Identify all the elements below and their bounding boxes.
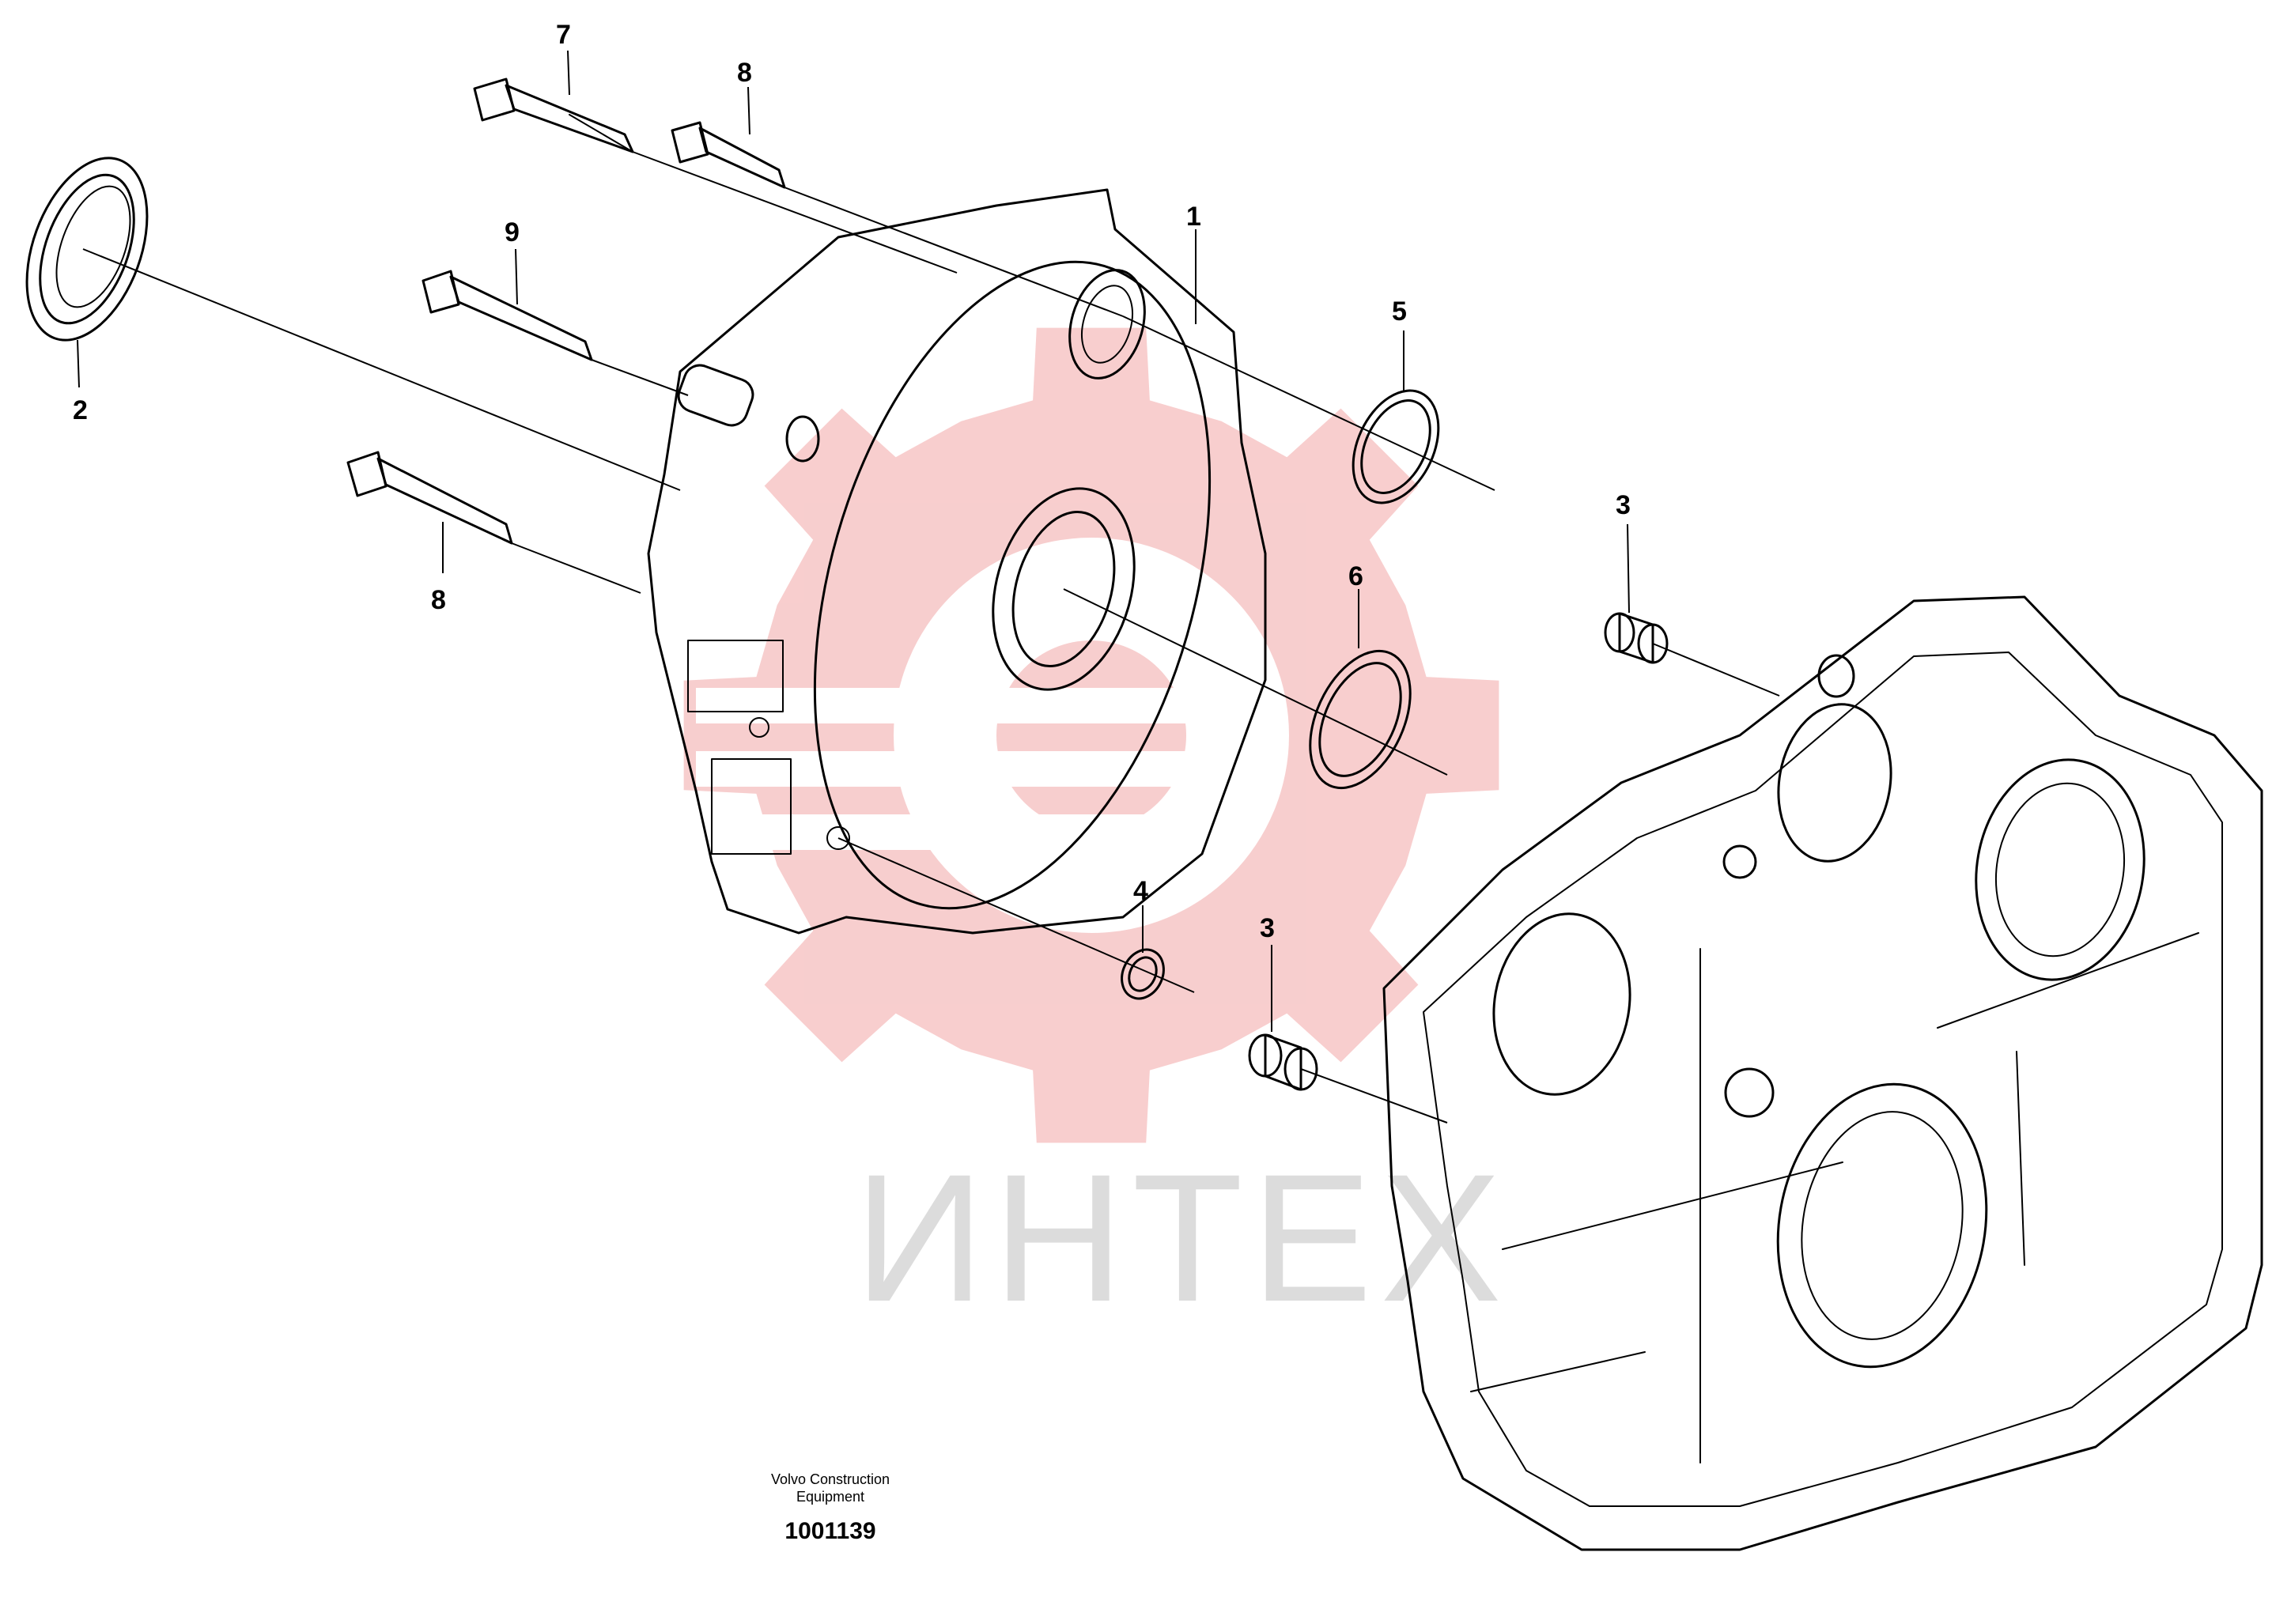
- figure-number: 1001139: [784, 1518, 876, 1544]
- callout-3-upper: 3: [1616, 490, 1631, 520]
- seal-ring-6: [1309, 649, 1412, 790]
- bolt-8-upper: [671, 121, 786, 189]
- leader-lines: [77, 50, 1780, 1124]
- seal-ring-5: [1352, 389, 1440, 504]
- callout-6: 6: [1348, 561, 1363, 591]
- callout-2: 2: [73, 395, 88, 425]
- credit-line-2: Equipment: [796, 1489, 865, 1505]
- callout-5: 5: [1392, 296, 1407, 327]
- callout-1: 1: [1186, 202, 1201, 232]
- callout-3-lower: 3: [1260, 913, 1275, 943]
- callout-8-lower: 8: [431, 585, 446, 615]
- callout-4: 4: [1133, 876, 1148, 906]
- bolt-9: [422, 270, 593, 361]
- callout-8-upper: 8: [737, 58, 752, 88]
- flywheel-housing-1: [647, 188, 1267, 935]
- timing-gear-housing: [1382, 595, 2263, 1551]
- callout-7: 7: [556, 20, 571, 50]
- seal-ring-4: [1121, 948, 1165, 1000]
- bolt-7: [473, 77, 634, 153]
- watermark-gear-icon: [683, 327, 1499, 1143]
- manufacturer-credit: Volvo Construction Equipment: [743, 1471, 917, 1505]
- watermark-text: ИНТЕХ: [854, 1136, 1510, 1339]
- bolt-8-lower: [346, 451, 513, 545]
- dowel-sleeve-3-upper: [1604, 612, 1669, 664]
- credit-line-1: Volvo Construction: [770, 1471, 890, 1487]
- dowel-sleeve-3-lower: [1248, 1033, 1318, 1091]
- callout-9: 9: [505, 217, 520, 247]
- seal-ring-2: [25, 157, 149, 342]
